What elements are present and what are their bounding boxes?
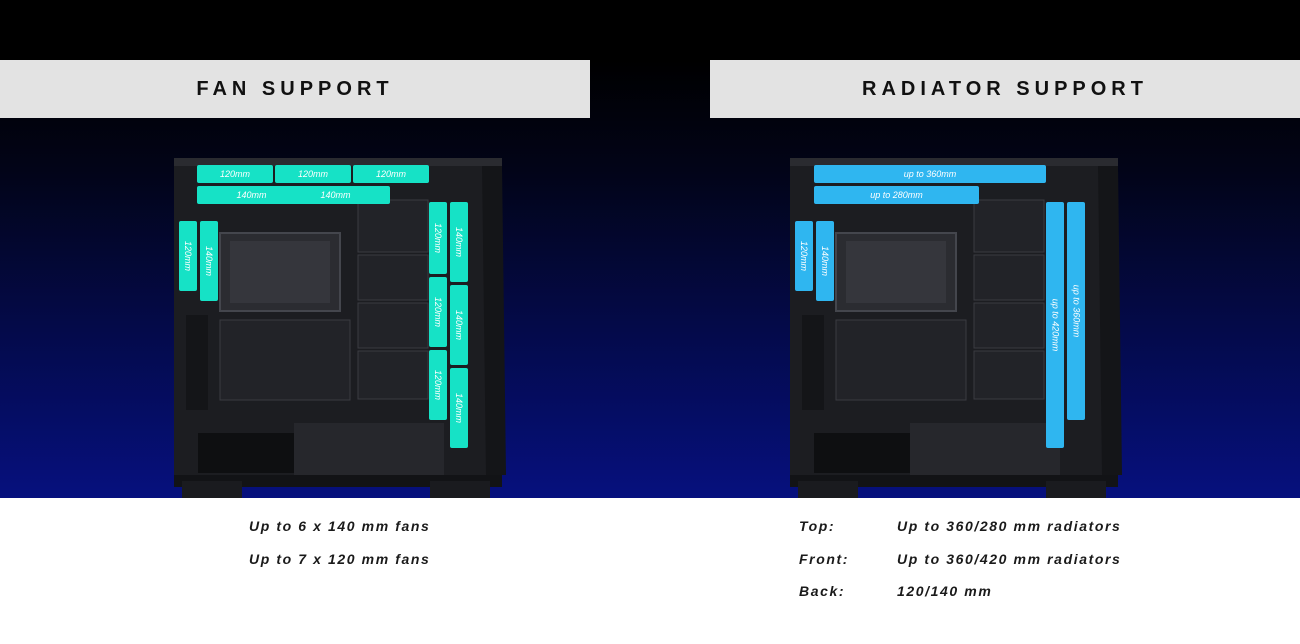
front-radiator-chip-420: up to 420mm [1046,202,1064,448]
top-fan-chip-140-2: 140mm [281,186,390,204]
top-fan-chip-140-1: 140mm [197,186,306,204]
top-fan-chip-120-1: 120mm [197,165,273,183]
rear-fan-chip-140: 140mm [200,221,218,301]
top-fan-chip-120-3: 120mm [353,165,429,183]
front-fan-chip-140-3: 140mm [450,368,468,448]
radiator-spec-front-label: Front: [799,551,850,567]
fan-support-title-bar: FAN SUPPORT [0,60,590,118]
radiator-support-title-bar: RADIATOR SUPPORT [710,60,1300,118]
top-radiator-chip-360: up to 360mm [814,165,1046,183]
fan-spec-140: Up to 6 x 140 mm fans [249,518,431,534]
fan-spec-120: Up to 7 x 120 mm fans [249,551,431,567]
radiator-case-illustration: up to 360mm up to 280mm 120mm 140mm up t… [784,155,1122,498]
front-fan-chip-120-3: 120mm [429,350,447,420]
fan-support-title: FAN SUPPORT [196,77,394,100]
front-fan-chip-140-1: 140mm [450,202,468,282]
rear-fan-chip-120: 120mm [179,221,197,291]
case-body-left [174,158,506,498]
radiator-spec-top-label: Top: [799,518,836,534]
front-radiator-chip-360: up to 360mm [1067,202,1085,420]
radiator-spec-top-value: Up to 360/280 mm radiators [897,518,1122,534]
top-radiator-chip-280: up to 280mm [814,186,979,204]
radiator-spec-front-value: Up to 360/420 mm radiators [897,551,1122,567]
rear-radiator-chip-140: 140mm [816,221,834,301]
radiator-spec-back-value: 120/140 mm [897,583,993,599]
fan-case-illustration: 120mm 120mm 120mm 140mm 140mm 120mm 140m… [168,155,506,498]
rear-radiator-chip-120: 120mm [795,221,813,291]
radiator-spec-back-label: Back: [799,583,846,599]
radiator-support-title: RADIATOR SUPPORT [862,77,1148,100]
top-fan-chip-120-2: 120mm [275,165,351,183]
front-fan-chip-120-2: 120mm [429,277,447,347]
front-fan-chip-120-1: 120mm [429,202,447,274]
front-fan-chip-140-2: 140mm [450,285,468,365]
